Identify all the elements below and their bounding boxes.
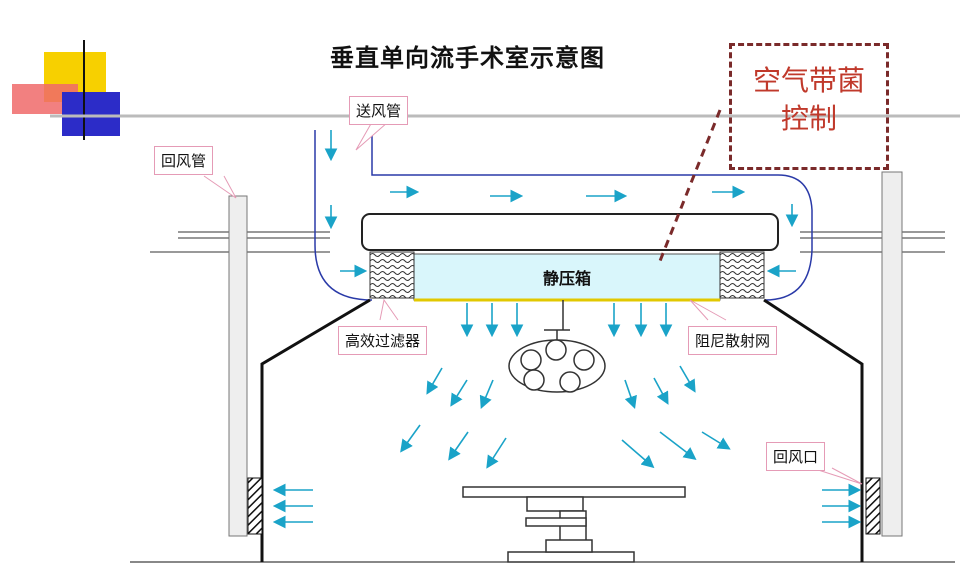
surgical-light (508, 300, 606, 393)
airflow-arrows (272, 130, 862, 529)
label-diffuser: 阻尼散射网 (688, 326, 778, 355)
label-static-box: 静压箱 (542, 269, 591, 288)
label-supply-duct: 送风管 (349, 96, 409, 125)
plenum (361, 213, 779, 302)
highlight-box: 空气带菌 控制 (729, 43, 889, 170)
label-return-vent: 回风口 (766, 442, 826, 471)
return-duct-left (228, 195, 263, 537)
page-title: 垂直单向流手术室示意图 (330, 44, 605, 72)
label-hepa-filter: 高效过滤器 (338, 326, 428, 355)
highlight-line-1: 空气带菌 (752, 64, 865, 97)
label-return-duct: 回风管 (154, 146, 214, 175)
supply-duct-outline (314, 130, 813, 301)
return-duct-right (865, 171, 903, 537)
logo-decoration (12, 40, 960, 140)
operating-table (462, 486, 686, 563)
callout-pointers (203, 121, 863, 485)
highlight-line-2: 控制 (780, 102, 837, 135)
